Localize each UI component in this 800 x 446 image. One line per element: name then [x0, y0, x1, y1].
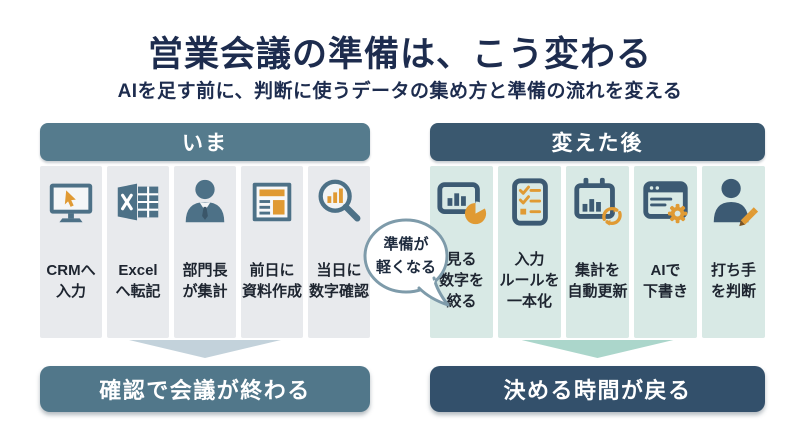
- person-pencil-icon: [713, 178, 758, 227]
- before-cards: CRMへ 入力 Excel へ転記: [40, 166, 370, 338]
- dashboard-pie-icon: [436, 182, 486, 225]
- card-label: 入力 ルールを 一本化: [499, 251, 560, 310]
- calendar-refresh-icon: [573, 177, 622, 226]
- transition-bubble: 準備が 軽くなる: [362, 218, 456, 308]
- after-card-auto-update: 集計を 自動更新: [566, 166, 629, 338]
- card-label: AIで 下書き: [642, 261, 688, 300]
- before-panel-header: いま: [40, 123, 370, 161]
- page-title: 営業会議の準備は、こう変わる: [147, 35, 652, 74]
- before-card-materials: 前日に 資料作成: [241, 166, 303, 338]
- card-label: Excel へ転記: [115, 261, 161, 300]
- card-label: 集計を 自動更新: [567, 261, 628, 300]
- bubble-label: 準備が 軽くなる: [375, 235, 436, 276]
- card-label: 前日に 資料作成: [241, 261, 302, 300]
- excel-icon: [117, 183, 159, 221]
- after-result-banner: 決める時間が戻る: [430, 366, 765, 412]
- checklist-icon: [511, 178, 548, 226]
- after-card-ai-draft: AIで 下書き: [634, 166, 697, 338]
- card-label: 当日に 数字確認: [308, 261, 369, 300]
- after-card-decide-actions: 打ち手 を判断: [702, 166, 765, 338]
- card-label: 部門長 が集計: [182, 261, 228, 300]
- browser-gear-icon: [642, 181, 688, 224]
- report-document-icon: [252, 182, 292, 222]
- card-label: 見る 数字を 絞る: [438, 251, 484, 310]
- card-label: CRMへ 入力: [46, 261, 96, 300]
- after-card-unify-rules: 入力 ルールを 一本化: [498, 166, 561, 338]
- card-label: 打ち手 を判断: [710, 261, 756, 300]
- after-panel-header: 変えた後: [430, 123, 765, 161]
- speech-bubble-shape: [363, 218, 450, 307]
- crm-monitor-icon: [49, 183, 93, 223]
- page-subtitle: AIを足す前に、判断に使うデータの集め方と準備の流れを変える: [117, 81, 683, 102]
- after-down-arrow: [521, 340, 674, 358]
- before-panel: いま CRMへ 入力: [40, 123, 370, 412]
- before-result-banner: 確認で会議が終わる: [40, 366, 370, 412]
- before-down-arrow: [129, 340, 281, 358]
- magnifier-chart-icon: [318, 179, 361, 222]
- after-cards: 見る 数字を 絞る 入力 ルールを 一本化: [430, 166, 765, 338]
- manager-icon: [185, 179, 225, 223]
- before-card-excel: Excel へ転記: [107, 166, 169, 338]
- before-card-manager: 部門長 が集計: [174, 166, 236, 338]
- before-card-crm-input: CRMへ 入力: [40, 166, 102, 338]
- before-card-check-numbers: 当日に 数字確認: [308, 166, 370, 338]
- after-panel: 変えた後 見る 数字を 絞る: [430, 123, 765, 412]
